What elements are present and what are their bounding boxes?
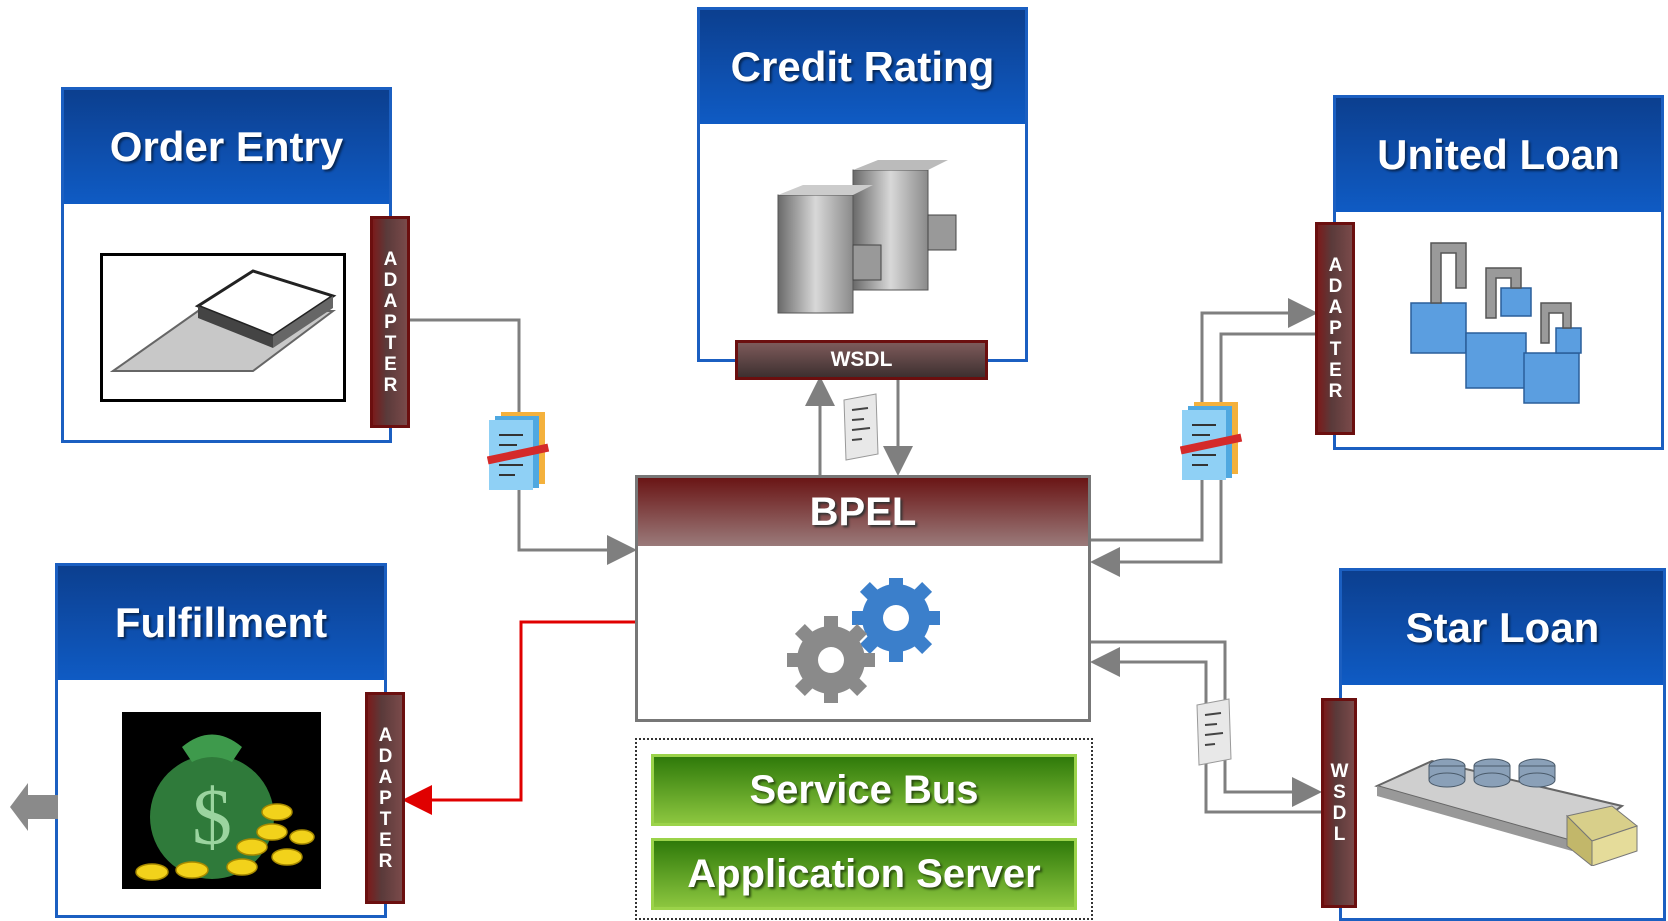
united-loan-node: United Loan bbox=[1333, 95, 1664, 450]
service-bus-bar: Service Bus bbox=[651, 754, 1077, 826]
star-loan-wsdl: WSDL bbox=[1321, 698, 1357, 908]
gears-icon bbox=[771, 574, 961, 704]
order-entry-adapter: ADAPTER bbox=[370, 216, 410, 428]
order-entry-title: Order Entry bbox=[109, 123, 344, 170]
fulfillment-title: Fulfillment bbox=[114, 599, 328, 646]
bpel-engine: BPEL bbox=[635, 475, 1091, 722]
united-loan-title: United Loan bbox=[1377, 131, 1620, 178]
money-bag-icon: $ bbox=[122, 712, 321, 889]
message-document-icon-2 bbox=[1179, 400, 1244, 482]
bpel-title: BPEL bbox=[809, 489, 917, 534]
left-arrow-icon bbox=[10, 783, 60, 831]
cubes-network-icon bbox=[1406, 233, 1606, 408]
svg-text:$: $ bbox=[192, 774, 232, 862]
fulfillment-node: Fulfillment $ bbox=[55, 563, 387, 918]
wsdl-document-icon bbox=[842, 392, 880, 462]
star-loan-node: Star Loan bbox=[1339, 568, 1666, 921]
conveyor-belt-icon bbox=[1372, 746, 1657, 868]
application-server-bar: Application Server bbox=[651, 838, 1077, 910]
united-loan-adapter: ADAPTER bbox=[1315, 222, 1355, 435]
message-document-icon bbox=[486, 410, 551, 492]
credit-rating-node: Credit Rating bbox=[697, 7, 1028, 362]
credit-rating-wsdl: WSDL bbox=[735, 340, 988, 380]
platform-stack: Service Bus Application Server bbox=[635, 738, 1093, 920]
file-cabinet-server-icon bbox=[773, 160, 963, 315]
document-stack-icon bbox=[100, 253, 346, 402]
star-loan-title: Star Loan bbox=[1405, 604, 1600, 651]
wire-bpel-to-fulfillment bbox=[402, 620, 635, 815]
credit-rating-title: Credit Rating bbox=[730, 43, 995, 90]
order-entry-node: Order Entry bbox=[61, 87, 392, 443]
fulfillment-adapter: ADAPTER bbox=[365, 692, 405, 904]
wsdl-document-icon-2 bbox=[1195, 697, 1233, 767]
